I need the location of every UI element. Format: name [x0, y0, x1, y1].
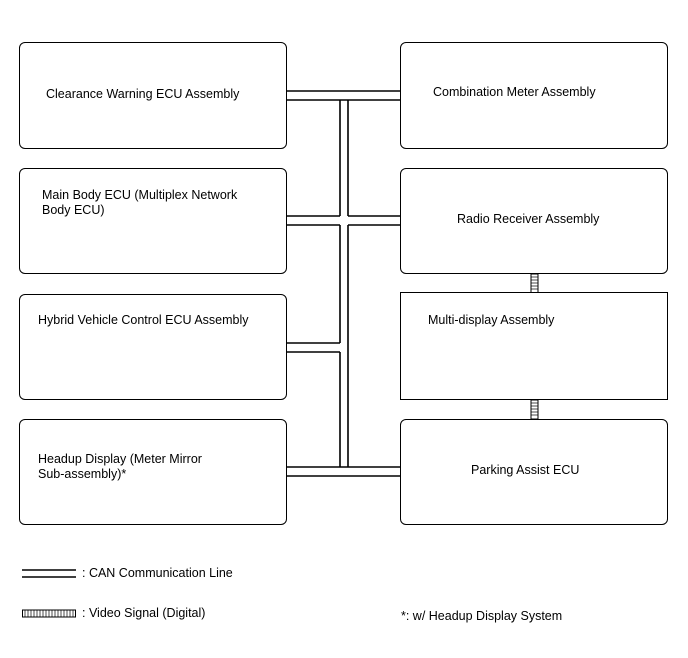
box-label: Hybrid Vehicle Control ECU Assembly — [38, 313, 249, 327]
clearance-warning-ecu-box: Clearance Warning ECU Assembly — [19, 42, 287, 149]
video-signal-legend-label: : Video Signal (Digital) — [82, 606, 206, 620]
box-label: Parking Assist ECU — [471, 463, 580, 477]
can-bus-lines — [286, 90, 401, 477]
footnote: *: w/ Headup Display System — [401, 609, 563, 623]
combination-meter-box: Combination Meter Assembly — [400, 42, 668, 149]
box-label: Radio Receiver Assembly — [457, 212, 600, 226]
parking-assist-ecu-box: Parking Assist ECU — [400, 419, 668, 525]
main-body-ecu-box: Main Body ECU (Multiplex Network Body EC… — [19, 168, 287, 274]
can-line-legend-symbol — [22, 569, 76, 578]
headup-display-box: Headup Display (Meter Mirror Sub-assembl… — [19, 419, 287, 525]
box-label: Combination Meter Assembly — [433, 85, 596, 99]
box-label: Clearance Warning ECU Assembly — [46, 87, 240, 101]
box-label: Main Body ECU (Multiplex Network Body EC… — [42, 188, 238, 217]
multi-display-box: Multi-display Assembly — [400, 292, 668, 400]
box-label: Multi-display Assembly — [428, 313, 555, 327]
video-signal-hatching — [531, 276, 538, 416]
can-line-legend-label: : CAN Communication Line — [82, 566, 233, 580]
box-label: Headup Display (Meter Mirror Sub-assembl… — [38, 452, 202, 481]
radio-receiver-box: Radio Receiver Assembly — [400, 168, 668, 274]
hybrid-vehicle-control-ecu-box: Hybrid Vehicle Control ECU Assembly — [19, 294, 287, 400]
video-signal-legend-symbol — [22, 609, 76, 618]
